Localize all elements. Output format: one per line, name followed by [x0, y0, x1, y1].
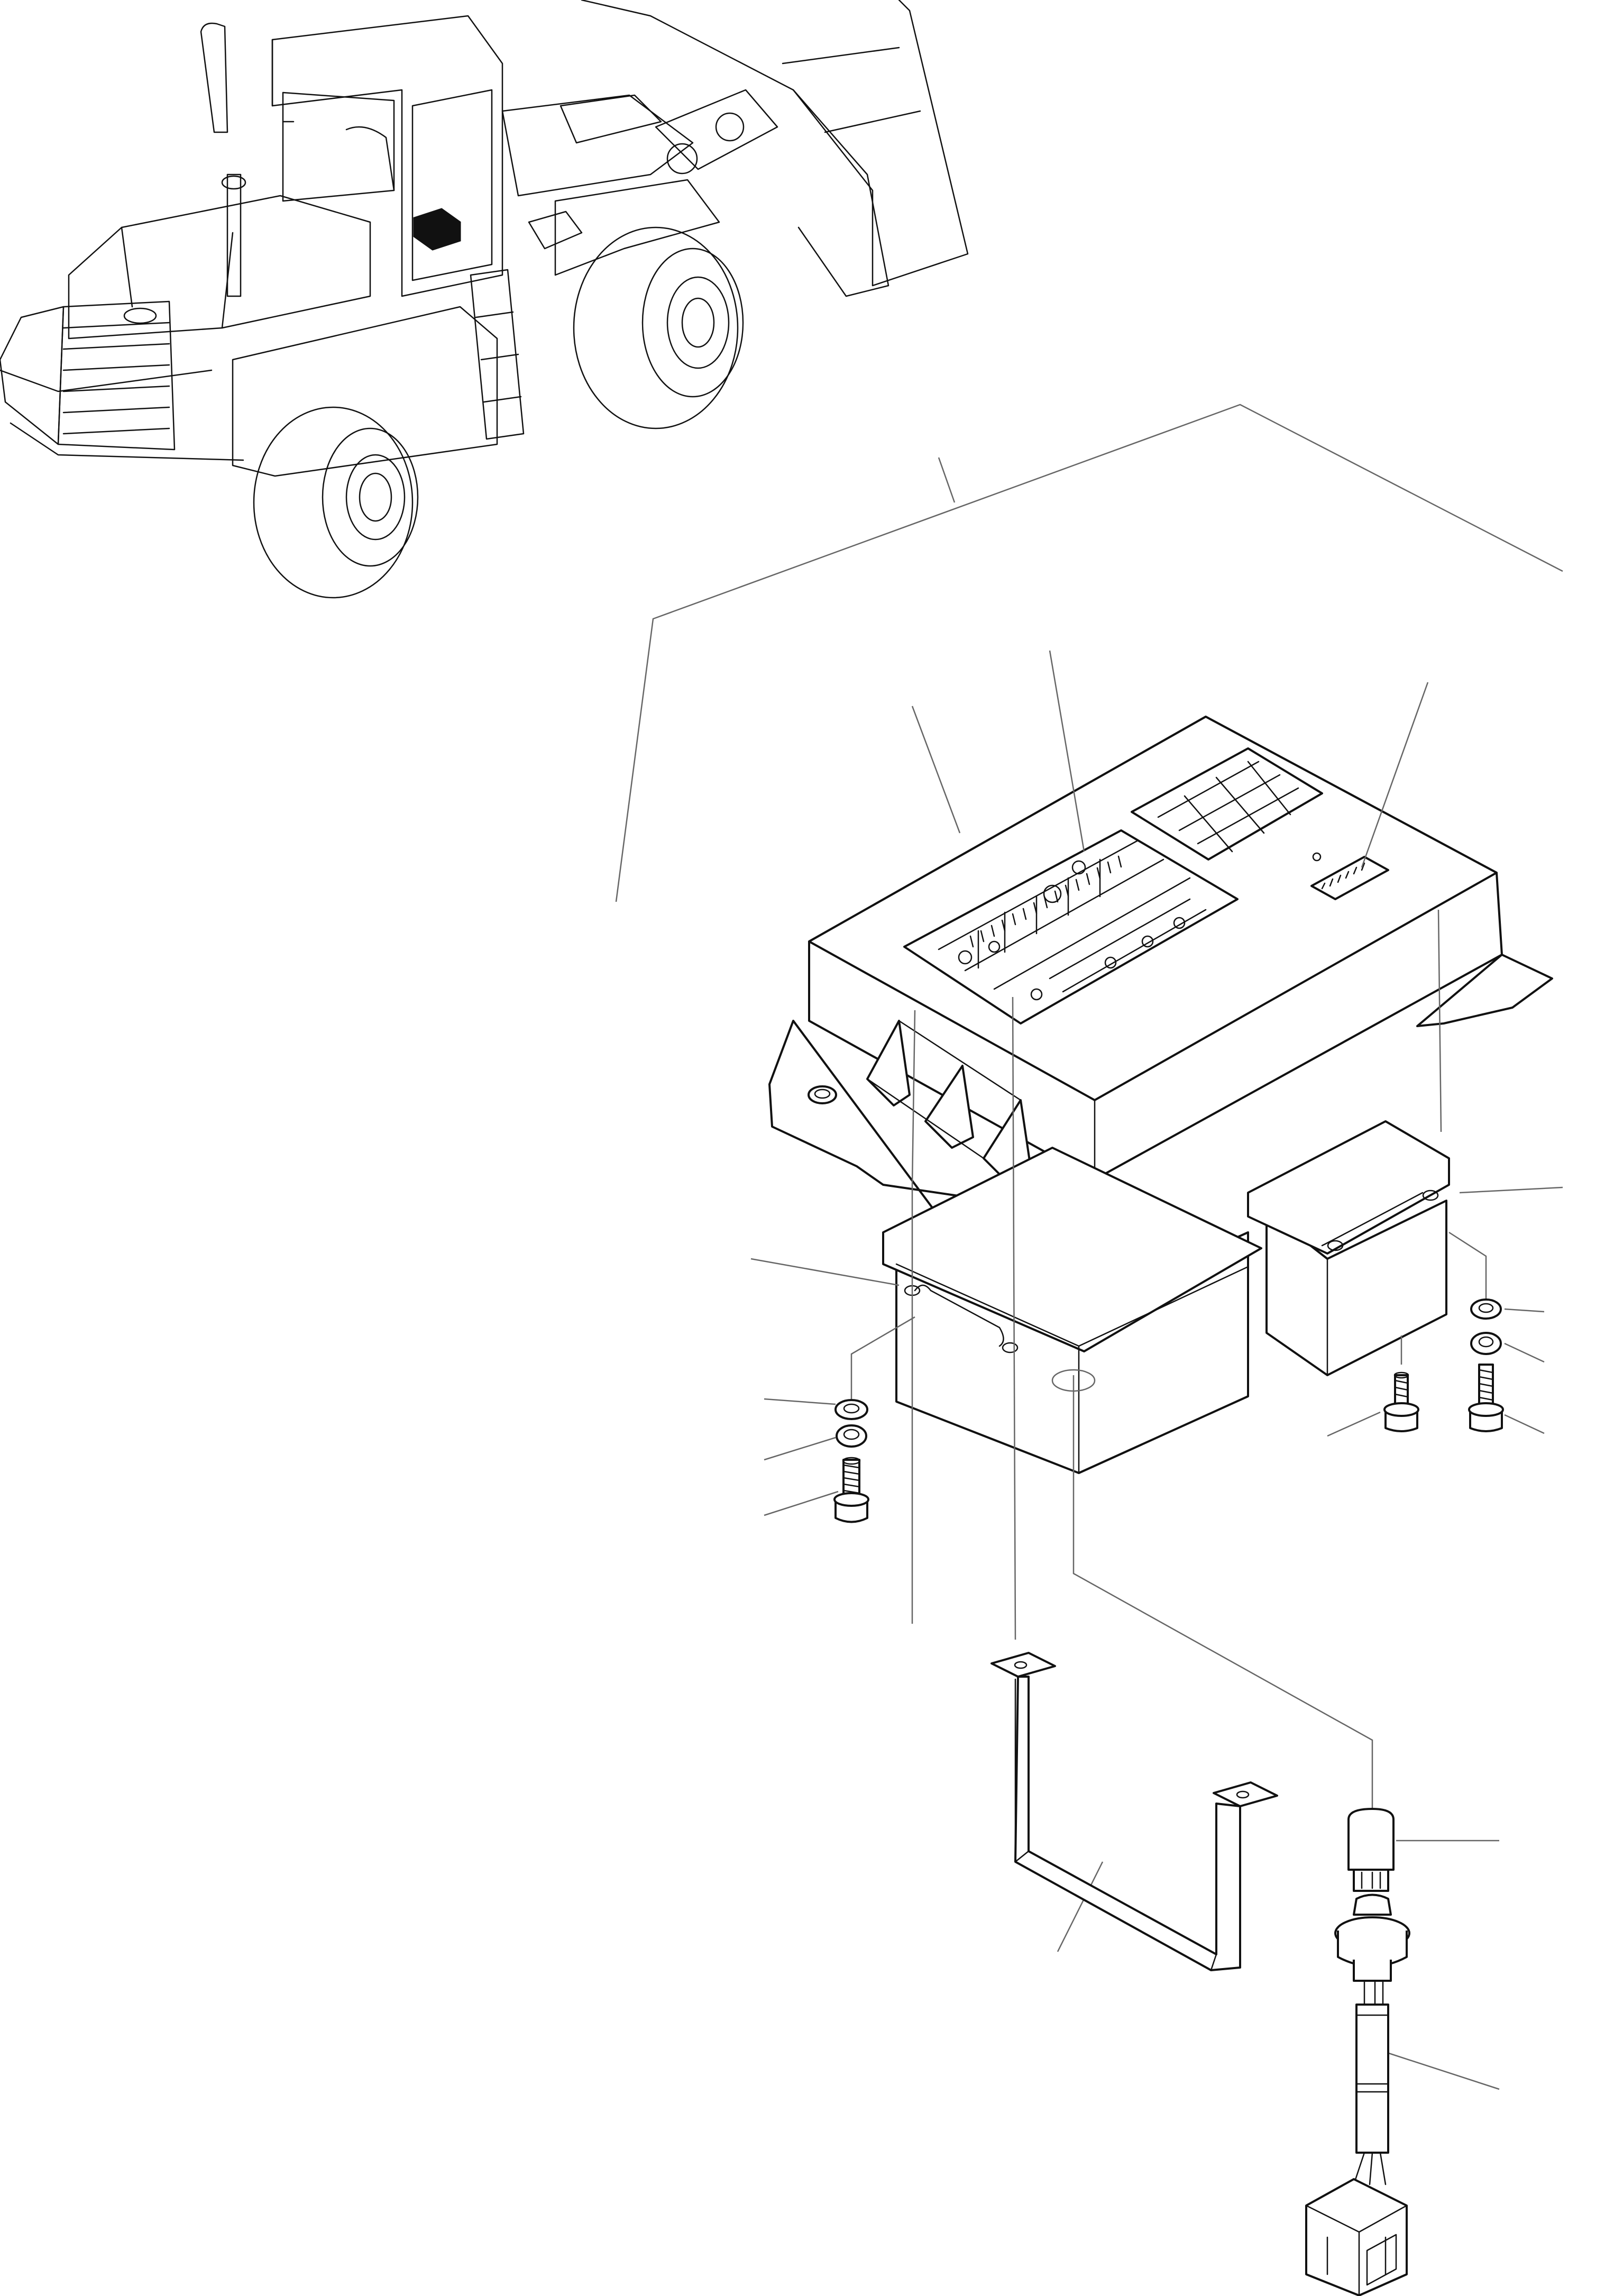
mounting-bracket — [990, 1652, 1278, 1971]
right-unit — [1247, 1120, 1450, 1376]
leader-lines — [750, 650, 1563, 2090]
control-box-location-marker — [413, 208, 461, 251]
right-fasteners — [1383, 1231, 1504, 1432]
left-unit — [882, 1147, 1262, 1474]
control-box — [768, 716, 1553, 1249]
lamp-bulb — [1347, 1808, 1395, 1892]
left-fasteners — [833, 1316, 915, 1523]
lamp-socket-harness — [1305, 1893, 1410, 2296]
wheel-loader-overview — [0, 0, 969, 599]
assembly-callout-bracket — [615, 404, 1563, 902]
